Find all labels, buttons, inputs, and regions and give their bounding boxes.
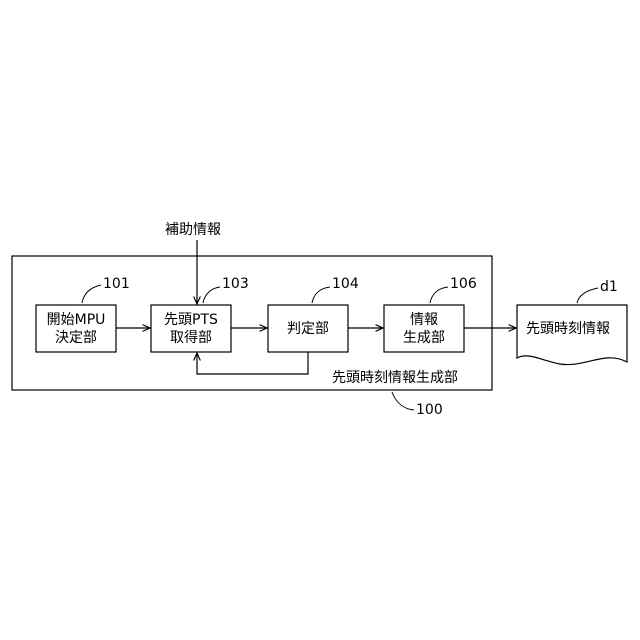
output-doc-label: 先頭時刻情報 xyxy=(526,321,610,338)
leader-104 xyxy=(312,287,330,303)
aux-input-label: 補助情報 xyxy=(165,222,221,239)
ref-d1: d1 xyxy=(600,279,618,295)
judge-line1: 判定部 xyxy=(287,320,329,338)
info-gen-line1: 情報 xyxy=(410,311,438,329)
pts-line2: 取得部 xyxy=(170,329,212,347)
judge-text: 判定部 xyxy=(268,305,348,352)
arrow-feedback-loop xyxy=(197,352,308,374)
pts-text: 先頭PTS 取得部 xyxy=(151,305,231,352)
info-gen-line2: 生成部 xyxy=(403,329,445,347)
leader-d1 xyxy=(577,288,598,303)
ref-100: 100 xyxy=(416,402,443,418)
outer-generator-label: 先頭時刻情報生成部 xyxy=(332,370,458,387)
ref-104: 104 xyxy=(332,276,359,292)
ref-103: 103 xyxy=(222,276,249,292)
info-gen-text: 情報 生成部 xyxy=(384,305,464,352)
leader-100 xyxy=(392,392,414,410)
start-mpu-text: 開始MPU 決定部 xyxy=(36,305,116,352)
ref-101: 101 xyxy=(103,276,130,292)
ref-106: 106 xyxy=(450,276,477,292)
start-mpu-line1: 開始MPU xyxy=(47,311,106,329)
leader-103 xyxy=(203,287,220,303)
leader-101 xyxy=(82,285,101,303)
leader-106 xyxy=(430,287,448,303)
start-mpu-line2: 決定部 xyxy=(55,329,97,347)
pts-line1: 先頭PTS xyxy=(164,311,218,329)
